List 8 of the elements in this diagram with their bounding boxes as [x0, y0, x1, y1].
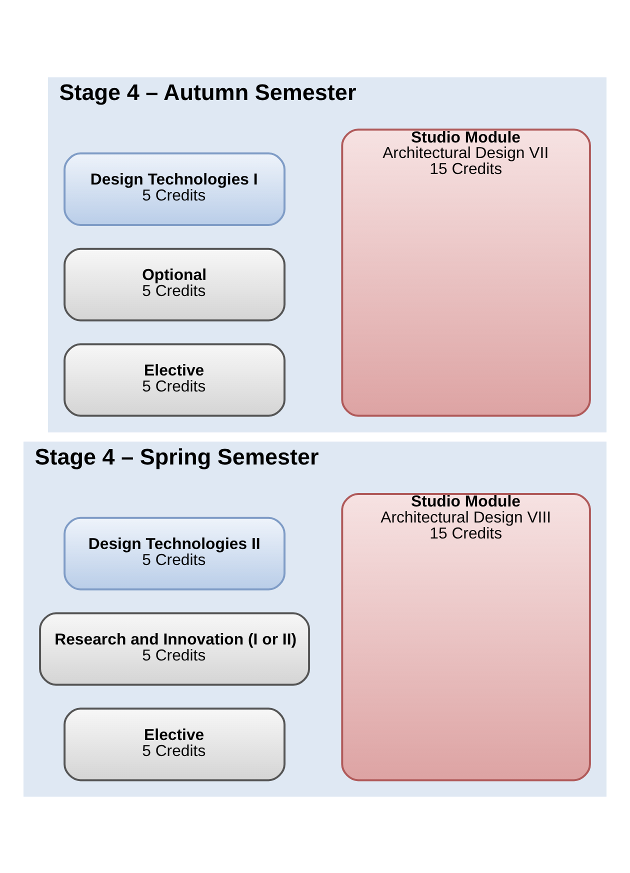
- node-box: Research and Innovation (I or II) 5 Credits: [39, 612, 310, 686]
- node-box: Elective 5 Credits: [64, 342, 286, 416]
- node-box: Design Technologies I 5 Credits: [64, 152, 286, 226]
- node-box: Elective 5 Credits: [64, 707, 286, 781]
- node-box: Optional 5 Credits: [64, 247, 286, 321]
- node-box: Design Technologies II 5 Credits: [64, 516, 286, 590]
- node-box: Studio Module Architectural Design VIII 15 Credits: [341, 492, 591, 781]
- node-box: Studio Module Architectural Design VII 15 Credits: [341, 128, 591, 416]
